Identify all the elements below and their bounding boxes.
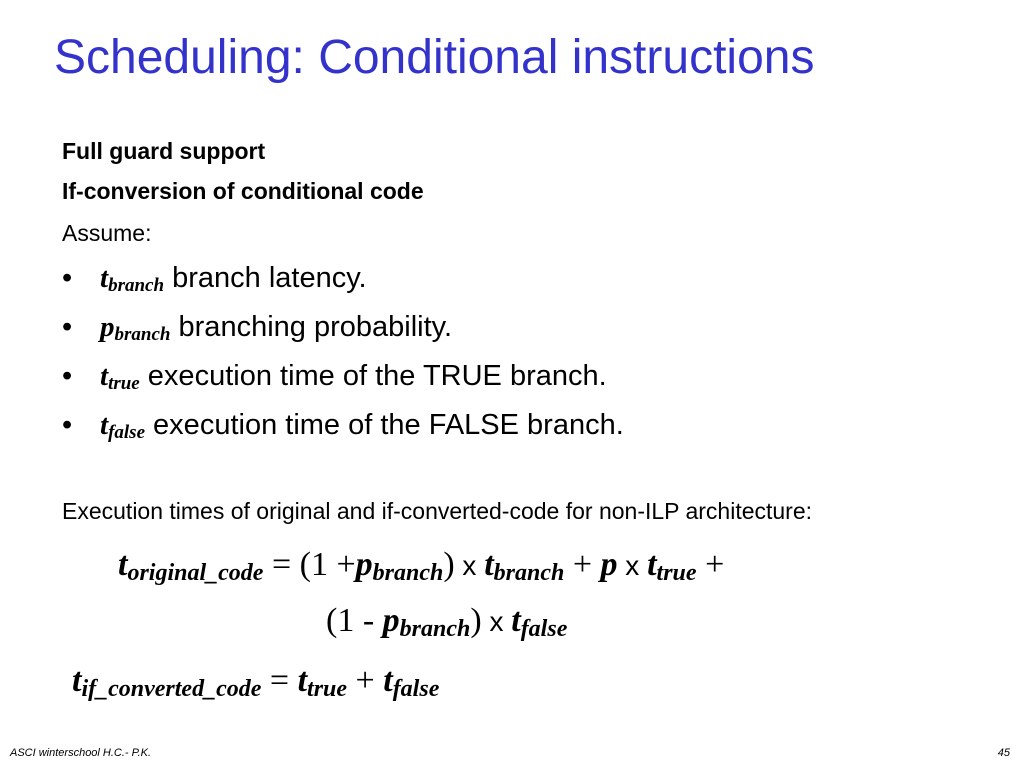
equation-original-line1: toriginal_code = (1 +pbranch) x tbranch …	[118, 546, 725, 586]
equation-original-line2: (1 - pbranch) x tfalse	[326, 602, 568, 642]
subscript: branch	[114, 324, 171, 345]
full-guard-heading: Full guard support	[62, 138, 266, 164]
eq-times: x	[617, 550, 648, 581]
symbol: t	[100, 409, 109, 441]
subscript: false	[108, 422, 145, 443]
symbol: p	[100, 311, 115, 343]
subscript: branch	[108, 275, 165, 296]
bullet-text: execution time of the FALSE branch.	[145, 409, 624, 441]
eq-sub: false	[520, 616, 568, 642]
slide-title: Scheduling: Conditional instructions	[54, 31, 815, 84]
bullet-marker: •	[62, 262, 73, 294]
eq-sub: false	[392, 676, 440, 702]
equation-if-converted: tif_converted_code = ttrue + tfalse	[72, 662, 440, 702]
eq-sub: branch	[493, 560, 565, 586]
subscript: true	[108, 373, 140, 394]
eq-sub: true	[656, 560, 697, 586]
eq-var: t	[511, 602, 521, 639]
bullet-t-false: • tfalse execution time of the FALSE bran…	[62, 409, 624, 443]
eq-var: t	[297, 662, 308, 699]
symbol: t	[100, 262, 109, 294]
eq-op: (1 -	[326, 602, 383, 639]
bullet-marker: •	[62, 311, 73, 343]
bullet-marker: •	[62, 360, 73, 392]
eq-sub: branch	[399, 616, 471, 642]
eq-op: )	[443, 546, 455, 583]
page-number: 45	[997, 747, 1010, 759]
eq-var: p	[600, 546, 618, 583]
bullet-text: branch latency.	[164, 262, 367, 294]
bullet-text: execution time of the TRUE branch.	[139, 360, 607, 392]
bullet-p-branch: • pbranch branching probability.	[62, 311, 453, 345]
eq-op: )	[470, 602, 482, 639]
eq-sub: if_converted_code	[81, 676, 262, 702]
eq-op: +	[696, 546, 725, 583]
eq-sub: true	[307, 676, 348, 702]
bullet-marker: •	[62, 409, 73, 441]
execution-intro: Execution times of original and if-conve…	[62, 498, 813, 524]
eq-var: t	[72, 662, 82, 699]
bullet-t-true: • ttrue execution time of the TRUE branch…	[62, 360, 607, 394]
eq-var: t	[383, 662, 393, 699]
eq-var: t	[118, 546, 128, 583]
bullet-t-branch: • tbranch branch latency.	[62, 262, 367, 296]
bullet-text: branching probability.	[170, 311, 453, 343]
eq-var: p	[355, 546, 373, 583]
eq-op: +	[564, 546, 601, 583]
eq-sub: branch	[372, 560, 444, 586]
eq-var: t	[484, 546, 494, 583]
eq-op: +	[347, 662, 384, 699]
eq-sub: original_code	[127, 560, 264, 586]
assume-label: Assume:	[62, 220, 152, 246]
eq-times: x	[481, 606, 512, 637]
symbol: t	[100, 360, 109, 392]
eq-var: t	[647, 546, 657, 583]
eq-op: = (1 +	[263, 546, 356, 583]
if-conversion-heading: If-conversion of conditional code	[62, 178, 424, 204]
eq-var: p	[382, 602, 400, 639]
eq-times: x	[454, 550, 485, 581]
footer-credit: ASCI winterschool H.C.- P.K.	[10, 747, 152, 759]
eq-op: =	[261, 662, 298, 699]
